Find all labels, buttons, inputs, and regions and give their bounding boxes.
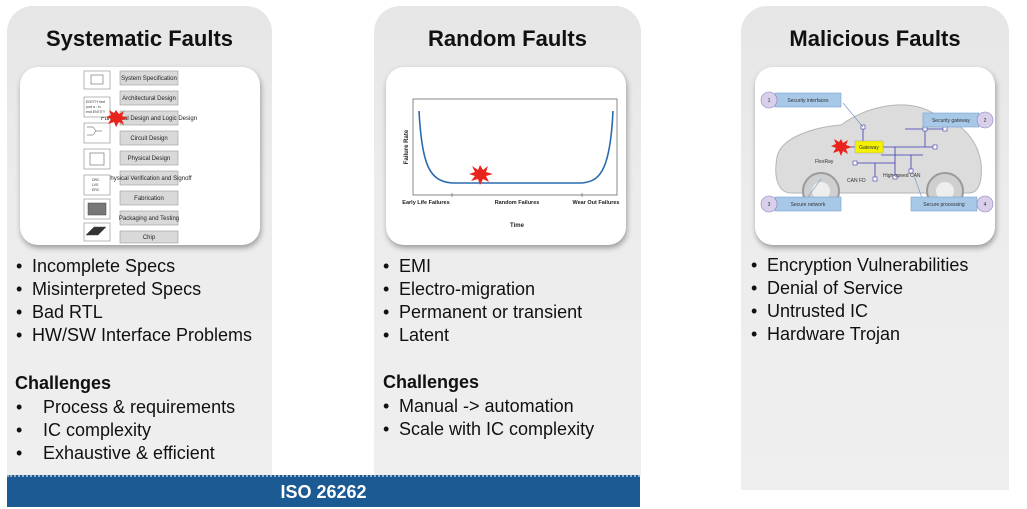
fault-burst-icon [469,165,493,185]
flow-side-label: ENTITY test [86,100,105,104]
marker-number: 3 [768,202,771,208]
bullet-item: Untrusted IC [750,300,968,323]
bathtub-curve-chart: Failure Rate Early Life Failures Random … [402,98,620,229]
bullet-item: Denial of Service [750,277,968,300]
random-faults-panel: Random Faults Failure Rate Early Life Fa… [374,6,641,476]
challenges-heading: Challenges [383,372,480,392]
challenge-item: Manual -> automation [382,395,594,418]
marker-number: 2 [984,118,987,124]
bullet-item: Encryption Vulnerabilities [750,254,968,277]
y-axis-label: Failure Rate [404,129,410,164]
flow-step: Functional Design and Logic Design [101,116,197,122]
design-flow-image: System Specification Architectural Desig… [20,67,260,245]
systematic-challenges: Process & requirements IC complexity Exh… [15,396,235,465]
callout-label: Secure network [791,202,826,208]
bullet-item: EMI [382,255,582,278]
bathtub-curve-image: Failure Rate Early Life Failures Random … [386,67,626,245]
bullet-item: Electro-migration [382,278,582,301]
iso-26262-banner: ISO 26262 [7,475,640,507]
bullet-item: Incomplete Specs [15,255,252,278]
challenge-item: Exhaustive & efficient [15,442,235,465]
bullet-item: Misinterpreted Specs [15,278,252,301]
x-axis-label: Time [510,223,525,229]
random-bullets: EMI Electro-migration Permanent or trans… [382,255,582,347]
canfd-label: CAN FD [847,178,866,184]
marker-number: 1 [768,98,771,104]
highspeed-label: High-speed CAN [883,173,921,179]
flow-side-label: DRC [92,178,100,182]
vehicle-network-diagram: Gateway FlexRay CAN FD High-speed CAN 1 … [760,91,994,213]
flow-step: Chip [143,235,156,241]
challenges-heading: Challenges [15,373,112,393]
bullet-item: Hardware Trojan [750,323,968,346]
panel-title: Malicious Faults [789,26,961,51]
flow-step: Physical Verification and Signoff [106,176,192,182]
flow-step: System Specification [121,76,177,82]
random-challenges: Manual -> automation Scale with IC compl… [382,395,594,441]
region-label: Early Life Failures [402,200,449,206]
fault-burst-icon [106,110,128,127]
panel-title: Systematic Faults [45,26,234,51]
challenge-item: Process & requirements [15,396,235,419]
callout-label: Security gateway [932,118,971,124]
flow-step: Fabrication [134,196,164,202]
challenge-item: IC complexity [15,419,235,442]
challenge-item: Scale with IC complexity [382,418,594,441]
bullet-item: Permanent or transient [382,301,582,324]
flow-side-label: ERC [92,188,100,192]
marker-number: 4 [984,202,987,208]
design-flow-diagram: System Specification Architectural Desig… [83,70,197,244]
region-label: Wear Out Failures [573,200,620,206]
systematic-faults-panel: Systematic Faults System Specification A… [7,6,272,476]
vehicle-network-image: Gateway FlexRay CAN FD High-speed CAN 1 … [755,67,995,245]
flow-side-label: port a : in [86,105,101,109]
flow-step: Circuit Design [130,136,167,142]
flow-side-label: LVS [92,183,99,187]
bullet-item: HW/SW Interface Problems [15,324,252,347]
callout-label: Secure processing [923,202,965,208]
fault-burst-icon [831,139,852,156]
malicious-faults-panel: Malicious Faults Gateway FlexRay CAN FD … [741,6,1009,490]
flow-step: Packaging and Testing [119,216,179,222]
gateway-label: Gateway [859,145,879,151]
systematic-bullets: Incomplete Specs Misinterpreted Specs Ba… [15,255,252,347]
flow-side-label: end ENTITY [86,110,106,114]
malicious-bullets: Encryption Vulnerabilities Denial of Ser… [750,254,968,346]
flow-step: Architectural Design [122,96,176,102]
panel-title: Random Faults [428,26,587,51]
bullet-item: Bad RTL [15,301,252,324]
flexray-label: FlexRay [815,159,834,165]
bullet-item: Latent [382,324,582,347]
callout-label: Security interfaces [787,98,829,104]
region-label: Random Failures [495,200,540,206]
flow-step: Physical Design [128,156,171,162]
